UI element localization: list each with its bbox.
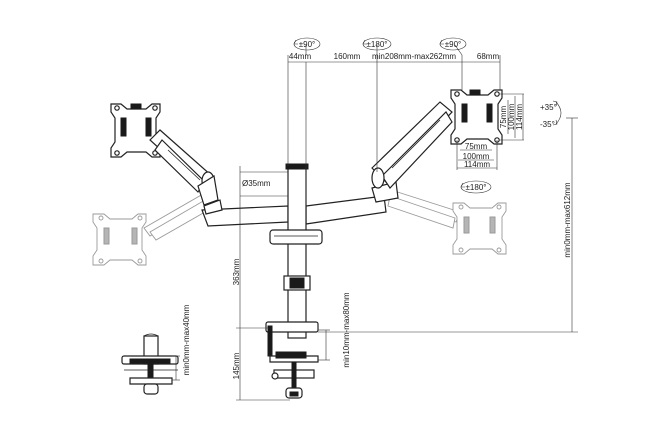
dim-pole-height: 363mm	[232, 258, 241, 285]
ghost-right-monitor-plate	[452, 202, 507, 255]
vesa-100-vertical: 100mm	[507, 103, 516, 130]
dim-vertical-range: min0mm-max612mm	[563, 182, 572, 257]
top-dimension-lines	[287, 44, 501, 206]
vesa-75-vertical: 75mm	[499, 106, 508, 129]
rotation-label-top-center: ±180°	[367, 40, 388, 49]
pole	[269, 163, 323, 339]
right-extension-arm	[305, 181, 399, 225]
rotation-label-right-mid: ±180°	[466, 183, 487, 192]
rotation-label-top-left: ±90°	[299, 40, 316, 49]
left-gas-arm	[149, 129, 219, 206]
dim-grommet-range: min0mm-max40mm	[182, 304, 191, 375]
ghost-left-arm	[143, 189, 216, 241]
grommet-range-dim	[172, 355, 180, 381]
vesa-100-horizontal: 100mm	[463, 152, 490, 161]
desk-clamp	[265, 321, 319, 399]
grommet-detail	[121, 333, 179, 395]
vesa-75-horizontal: 75mm	[465, 142, 488, 151]
vesa-vertical-dims	[500, 93, 524, 141]
dim-arm-range: min208mm-max262mm	[372, 52, 456, 61]
rotation-label-top-right: ±90°	[445, 40, 462, 49]
tilt-down-label: -35°	[540, 120, 555, 129]
vesa-114-horizontal: 114mm	[464, 160, 490, 169]
left-vertical-dims	[236, 166, 290, 401]
dim-pole-diameter: Ø35mm	[242, 179, 271, 188]
dim-160mm: 160mm	[334, 52, 361, 61]
vesa-114-vertical: 114mm	[515, 104, 524, 130]
dim-clamp-range: min10mm-max80mm	[342, 292, 351, 367]
tilt-up-label: +35°	[540, 103, 557, 112]
right-gas-arm	[371, 101, 453, 189]
tilt-indicator	[552, 100, 562, 126]
ghost-left-monitor-plate	[92, 213, 147, 266]
left-extension-arm	[201, 199, 289, 227]
rotation-symbols	[293, 37, 492, 194]
dim-44mm: 44mm	[289, 52, 312, 61]
vesa-horizontal-dims	[456, 140, 498, 170]
clamp-range-dim	[318, 329, 330, 361]
dim-base-height: 145mm	[232, 352, 241, 379]
left-monitor-plate	[110, 103, 161, 158]
right-vertical-dim	[318, 117, 578, 333]
dim-68mm: 68mm	[477, 52, 500, 61]
right-monitor-plate	[450, 89, 503, 145]
